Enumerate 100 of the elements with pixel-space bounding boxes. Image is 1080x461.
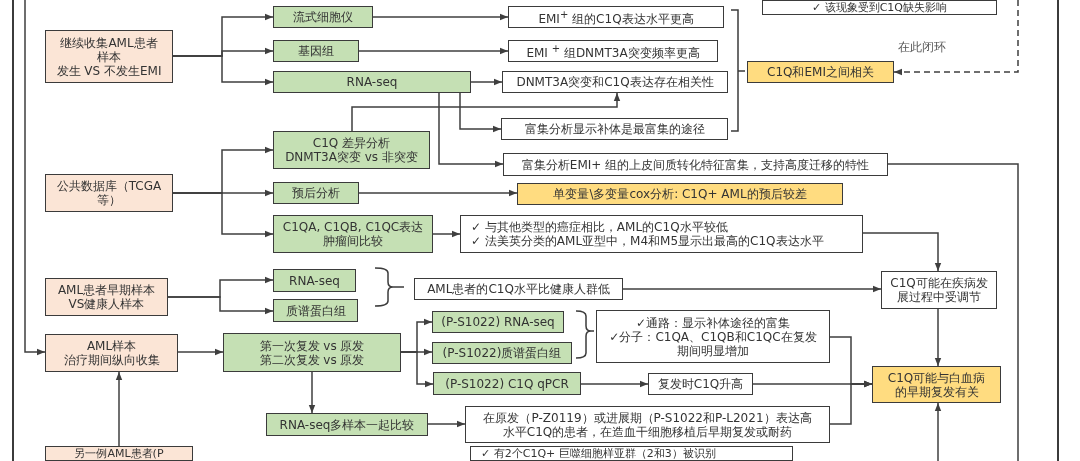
result-box xyxy=(596,310,830,363)
result-box xyxy=(881,271,997,309)
result-box xyxy=(762,0,997,15)
sample-label: 继续收集AML患者样本 xyxy=(59,35,159,64)
result-box xyxy=(465,406,830,443)
method-box xyxy=(273,131,430,169)
method-label: (P-S1022)质谱蛋白组 xyxy=(442,346,562,360)
sample-label: 公共数据库（TCGA等） xyxy=(55,179,163,207)
sample-label: 发生 VS 不发生EMI xyxy=(56,63,162,78)
conclusion-box xyxy=(517,183,843,205)
method-label: 预后分析 xyxy=(292,186,340,200)
arrow xyxy=(308,371,316,414)
arrow xyxy=(893,0,1019,76)
method-box xyxy=(433,372,581,395)
method-box xyxy=(273,269,356,292)
result-box xyxy=(460,215,863,253)
result-text: 在原发（P-Z0119）或进展期（P-S1022和P-L2021）表达高水平C1Q的患者，在造血干细胞移植后早期复发或耐药 xyxy=(483,410,812,439)
method-label: C1Q 差异分析 xyxy=(312,136,391,150)
arrow xyxy=(432,230,461,238)
result-text: ✓ 与其他类型的癌症相比，AML的C1Q水平较低 xyxy=(471,220,728,234)
result-text: ✓ 该现象受到C1Q缺失影响 xyxy=(811,1,948,14)
arrow xyxy=(351,92,621,132)
result-text: ✓ 有2个C1Q+ 巨噬细胞样亚群（2和3）被识别 xyxy=(481,447,716,460)
arrow xyxy=(580,380,649,388)
method-box xyxy=(273,6,373,28)
sample-box xyxy=(45,446,193,461)
method-label: 第二次复发 vs 原发 xyxy=(259,352,365,367)
method-box xyxy=(273,215,433,253)
result-box xyxy=(508,40,718,62)
method-box xyxy=(432,342,572,364)
result-text: 复发时C1Q升高 xyxy=(657,377,744,391)
method-label: 流式细胞仪 xyxy=(293,10,353,24)
sample-label: AML患者早期样本 xyxy=(57,283,156,297)
result-text: ✓通路：显示补体途径的富集 xyxy=(635,315,791,330)
arrow xyxy=(470,78,503,86)
arrow xyxy=(358,189,518,197)
method-label: DNMT3A突变 vs 非突变 xyxy=(285,150,418,164)
arrow xyxy=(752,380,873,388)
method-label: RNA-seq xyxy=(289,273,340,288)
method-label: (P-S1022) C1Q qPCR xyxy=(445,376,569,391)
conclusion-text: 单变量\多变量cox分析: C1Q+ AML的预后较差 xyxy=(553,187,807,201)
result-box xyxy=(648,373,753,395)
sample-box xyxy=(45,30,173,83)
arrow xyxy=(167,296,274,315)
sample-label: VS健康人样本 xyxy=(68,297,145,311)
result-box xyxy=(501,118,728,140)
result-box xyxy=(502,71,728,93)
result-box xyxy=(470,446,793,461)
method-label: C1QA, C1QB, C1QC表达肿瘤间比较 xyxy=(281,220,425,248)
result-box xyxy=(503,153,888,176)
result-text: EMI$^{+}$ 组的C1Q表达水平更高 xyxy=(538,8,694,26)
result-text: AML患者的C1Q水平比健康人群低 xyxy=(427,282,610,296)
method-box xyxy=(432,311,564,333)
conclusion-box xyxy=(747,61,894,83)
result-text: EMI $^{+}$ 组DNMT3A突变频率更高 xyxy=(526,42,700,60)
result-text: ✓ 法美英分类的AML亚型中，M4和M5显示出最高的C1Q表达水平 xyxy=(471,234,824,248)
sample-box xyxy=(45,278,168,316)
method-box xyxy=(273,71,471,93)
arrow xyxy=(177,348,224,356)
method-label: 质谱蛋白组 xyxy=(285,303,346,318)
arrow xyxy=(400,351,434,388)
arrow xyxy=(172,55,274,86)
sample-label: 另一例AML患者(P xyxy=(74,447,164,460)
sample-box xyxy=(45,174,173,212)
arrow xyxy=(24,0,46,356)
arrow xyxy=(358,47,509,55)
method-label: 基因组 xyxy=(298,44,334,58)
method-box xyxy=(266,413,428,436)
sample-label: AML样本 xyxy=(86,339,137,353)
connector-line xyxy=(887,163,1019,461)
arrow xyxy=(372,13,509,21)
result-text: 富集分析EMI+ 组的上皮间质转化特征富集，支持高度迁移的特性 xyxy=(521,157,870,172)
arrow xyxy=(934,308,942,367)
conclusion-text: C1Q可能与白血病的早期复发有关 xyxy=(886,370,987,399)
edge-label: 在此闭环 xyxy=(896,40,948,54)
result-text: DNMT3A突变和C1Q表达存在相关性 xyxy=(516,75,714,89)
conclusion-text: C1Q和EMI之间相关 xyxy=(767,65,874,79)
method-box xyxy=(273,299,358,322)
sample-box xyxy=(45,334,178,372)
method-label: RNA-seq xyxy=(346,75,398,89)
method-label: 第一次复发 vs 原发 xyxy=(259,338,365,353)
method-box xyxy=(273,182,359,204)
result-box xyxy=(414,278,623,300)
arrow xyxy=(934,402,942,461)
arrow xyxy=(172,192,274,238)
arrow xyxy=(459,92,502,133)
sample-label: 治疗期间纵向收集 xyxy=(63,353,160,367)
result-box xyxy=(508,6,724,28)
result-text: ✓分子：C1QA、C1QB和C1QC在复发期间明显增加 xyxy=(608,329,818,358)
result-text: C1Q可能在疾病发展过程中受调节 xyxy=(889,276,989,304)
conclusion-box xyxy=(872,366,1001,403)
method-box xyxy=(223,333,401,372)
method-label: (P-S1022) RNA-seq xyxy=(441,315,555,329)
arrow xyxy=(427,420,466,428)
arrow xyxy=(622,285,882,293)
arrow xyxy=(438,92,504,168)
arrow xyxy=(862,232,942,272)
arrow xyxy=(115,371,123,447)
method-box xyxy=(273,40,359,62)
result-text: 富集分析显示补体是最富集的途径 xyxy=(524,122,705,136)
